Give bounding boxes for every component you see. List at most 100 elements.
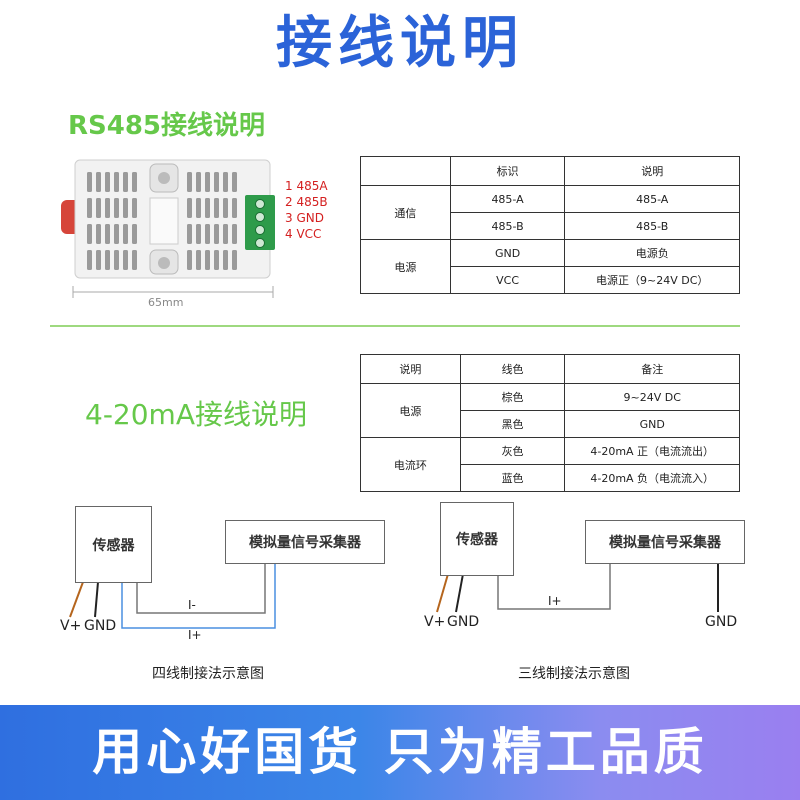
sensor-box: 传感器 [440, 502, 514, 576]
group-cell: 电流环 [360, 437, 461, 492]
vent-slot [123, 198, 128, 218]
vent-slot [132, 224, 137, 244]
vent-slot [114, 172, 119, 192]
section-divider [50, 325, 740, 327]
vent-slot [114, 224, 119, 244]
black-wire [455, 573, 464, 613]
table-row: 电源 GND 电源负 [360, 239, 740, 294]
brown-wire [69, 581, 84, 618]
collector-label: 模拟量信号采集器 [249, 535, 361, 551]
gray-wire [136, 562, 266, 614]
vplus-label: V+ [424, 614, 446, 630]
vent-slot [96, 198, 101, 218]
table-row: 蓝色 4-20mA 负（电流流入） [361, 464, 740, 492]
vent-slot [187, 250, 192, 270]
table-cell: 黑色 [459, 410, 566, 438]
table-cell: 485-B [564, 212, 740, 240]
table-row: 电源 棕色 9~24V DC [360, 383, 740, 438]
three-wire-caption: 三线制接法示意图 [518, 666, 630, 682]
three-wire-diagram [436, 562, 719, 613]
pin-label-4: 4 VCC [285, 227, 322, 241]
collector-label: 模拟量信号采集器 [609, 535, 721, 551]
group-cell: 电源 [360, 239, 451, 294]
banner-slogan: 用心好国货 只为精工品质 [92, 723, 708, 781]
vent-slot [223, 224, 228, 244]
page-title: 接线说明 [276, 11, 524, 76]
table-row: VCC 电源正（9~24V DC） [361, 266, 740, 294]
black-wire [94, 581, 99, 618]
terminal-block [245, 195, 275, 250]
table-cell: 4-20mA 正（电流流出） [564, 437, 740, 465]
table-cell: GND [449, 239, 566, 267]
vent-slot [232, 224, 237, 244]
ma-heading: 4-20mA接线说明 [85, 398, 307, 431]
table-cell: 4-20mA 负（电流流入） [564, 464, 740, 492]
vent-slot [87, 250, 92, 270]
i-plus-label: I+ [188, 628, 202, 642]
vent-slot [123, 250, 128, 270]
vent-slot [87, 224, 92, 244]
table-cell: 蓝色 [459, 464, 566, 492]
table-cell: 485-A [449, 185, 566, 213]
i-plus-label: I+ [548, 594, 562, 608]
table-cell: 灰色 [459, 437, 566, 465]
vent-slot [196, 250, 201, 270]
table-cell: 棕色 [459, 383, 566, 411]
collector-gnd-label: GND [705, 614, 738, 630]
sensor-label: 传感器 [456, 532, 498, 548]
table-cell: 电源负 [564, 239, 740, 267]
width-dimension-label: 65mm [148, 296, 184, 309]
vent-slot [87, 172, 92, 192]
table-cell: GND [564, 410, 740, 438]
rs485-wiring-table: 标识 说明 通信 485-A 485-A 485-B 485-B 电源 GND … [360, 156, 740, 294]
table-header-row: 标识 说明 [360, 156, 740, 186]
vent-slot [123, 224, 128, 244]
vent-slot [105, 250, 110, 270]
table-header-cell [360, 156, 451, 186]
vent-slot [105, 172, 110, 192]
vent-slot [232, 172, 237, 192]
vent-slot [114, 198, 119, 218]
four-wire-caption: 四线制接法示意图 [152, 666, 264, 682]
sensor-device-image [61, 159, 275, 298]
bottom-banner [0, 705, 800, 800]
pin-label-3: 3 GND [285, 211, 324, 225]
table-header-cell: 说明 [564, 156, 740, 186]
vent-slot [223, 198, 228, 218]
table-header-row: 说明 线色 备注 [360, 354, 740, 384]
vent-slot [132, 198, 137, 218]
vent-slot [205, 172, 210, 192]
table-cell: 9~24V DC [564, 383, 740, 411]
table-cell: 电源正（9~24V DC） [564, 266, 740, 294]
table-row: 黑色 GND [361, 410, 740, 438]
vent-slot [87, 198, 92, 218]
table-header-cell: 线色 [459, 354, 566, 384]
pin-label-2: 2 485B [285, 195, 328, 209]
gnd-label: GND [447, 614, 480, 630]
group-cell: 通信 [360, 185, 451, 240]
vent-slot [232, 198, 237, 218]
rs485-heading: RS485接线说明 [68, 111, 266, 141]
table-row: 电流环 灰色 4-20mA 正（电流流出） [360, 437, 740, 492]
vent-slot [187, 198, 192, 218]
blue-wire [121, 562, 276, 629]
vent-slot [214, 224, 219, 244]
vent-slot [96, 250, 101, 270]
sensor-box: 传感器 [75, 506, 152, 583]
ma-wiring-table: 说明 线色 备注 电源 棕色 9~24V DC 黑色 GND 电流环 灰色 4-… [360, 354, 740, 492]
collector-box: 模拟量信号采集器 [225, 520, 385, 564]
vent-slot [132, 250, 137, 270]
vent-slot [96, 224, 101, 244]
table-cell: 485-B [449, 212, 566, 240]
vplus-label: V+ [60, 618, 82, 634]
vent-slot [196, 172, 201, 192]
group-cell: 电源 [360, 383, 461, 438]
brown-wire [436, 573, 449, 613]
vent-slot [132, 172, 137, 192]
gnd-label: GND [84, 618, 117, 634]
vent-slot [105, 198, 110, 218]
vent-slot [205, 250, 210, 270]
vent-slot [114, 250, 119, 270]
vent-slot [214, 172, 219, 192]
vent-slot [214, 250, 219, 270]
